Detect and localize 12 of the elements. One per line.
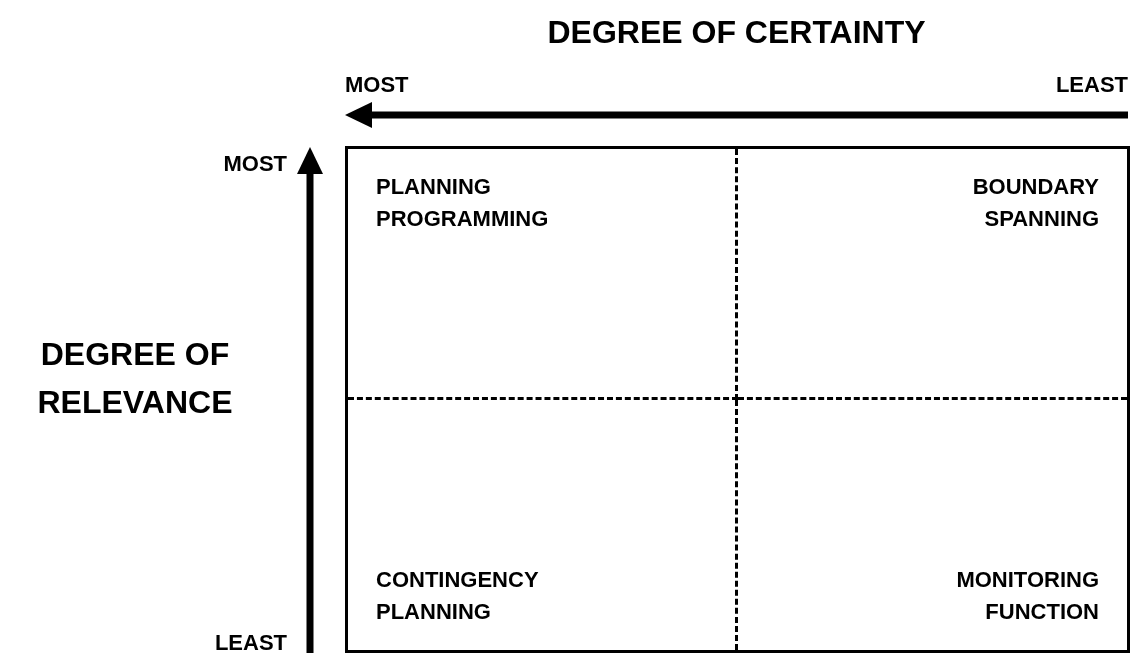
quadrant-label: CONTINGENCY PLANNING [376, 566, 540, 626]
quadrant [348, 149, 738, 400]
axis-label: MOST [223, 150, 287, 178]
axis-title: DEGREE OF CERTAINTY [546, 13, 927, 52]
axis-label: LEAST [1055, 71, 1128, 99]
axis-label: MOST [345, 71, 409, 99]
quadrant-label: BOUNDARY SPANNING [971, 173, 1099, 233]
quadrant-label: PLANNING PROGRAMMING [376, 173, 550, 233]
axis-title: DEGREE OF RELEVANCE [37, 335, 233, 422]
quadrant-label: MONITORING FUNCTION [955, 566, 1099, 626]
matrix-frame [345, 146, 1130, 653]
axis-label: LEAST [214, 629, 287, 653]
